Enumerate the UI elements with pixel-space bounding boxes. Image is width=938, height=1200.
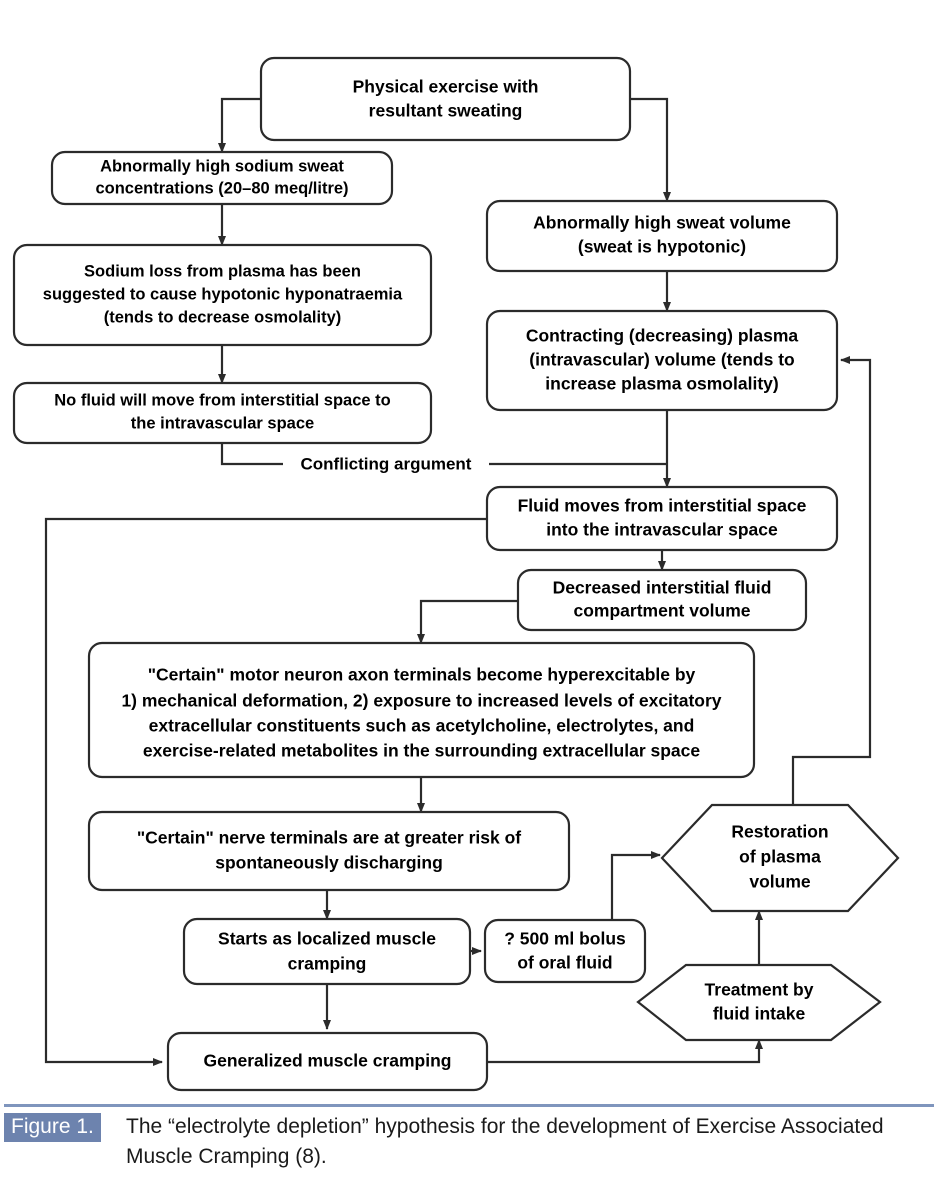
node-oral-fluid-bolus-line-0: ? 500 ml bolus bbox=[504, 929, 626, 949]
node-decreased-interstitial-fluid[interactable]: Decreased interstitial fluid compartment… bbox=[516, 568, 808, 632]
node-motor-neuron-hyperexcitable[interactable]: "Certain" motor neuron axon terminals be… bbox=[87, 641, 756, 779]
node-motor-neuron-line-3: exercise-related metabolites in the surr… bbox=[143, 741, 701, 761]
node-no-fluid-move-shape bbox=[12, 381, 433, 445]
edge-n4-n7-conflicting bbox=[220, 443, 285, 466]
node-decreased-interstitial-fluid-line-0: Decreased interstitial fluid bbox=[553, 578, 772, 598]
edge-n12-n14 bbox=[610, 851, 661, 920]
edge-label-conflicting-argument: Conflicting argument bbox=[301, 454, 472, 473]
node-restoration-line-1: of plasma bbox=[739, 847, 821, 867]
edge-label-backdrop bbox=[283, 452, 489, 476]
node-physical-exercise-shape bbox=[259, 56, 632, 142]
node-motor-neuron-hyperexcitable-shape bbox=[87, 641, 756, 779]
node-sodium-loss-plasma-line-1: suggested to cause hypotonic hyponatraem… bbox=[43, 285, 403, 303]
node-high-sodium-sweat[interactable]: Abnormally high sodium sweat concentrati… bbox=[50, 150, 394, 206]
node-sodium-loss-plasma-line-2: (tends to decrease osmolality) bbox=[104, 308, 342, 326]
node-fluid-moves-interstitial-line-0: Fluid moves from interstitial space bbox=[518, 496, 807, 516]
node-localized-muscle-cramping[interactable]: Starts as localized muscle cramping bbox=[182, 917, 472, 986]
node-high-sodium-sweat-shape bbox=[50, 150, 394, 206]
node-nerve-terminals-line-1: spontaneously discharging bbox=[215, 853, 443, 873]
node-high-sweat-volume-line-0: Abnormally high sweat volume bbox=[533, 213, 791, 233]
node-treatment-fluid-intake-shape bbox=[636, 963, 882, 1042]
node-contracting-plasma-volume[interactable]: Contracting (decreasing) plasma (intrava… bbox=[485, 309, 839, 412]
node-restoration-line-2: volume bbox=[749, 872, 811, 892]
node-motor-neuron-line-1: 1) mechanical deformation, 2) exposure t… bbox=[121, 691, 721, 711]
edge-n7-n13-feedback bbox=[44, 517, 487, 1066]
node-nerve-terminals-line-0: "Certain" nerve terminals are at greater… bbox=[137, 828, 521, 848]
node-physical-exercise-line-1: resultant sweating bbox=[369, 101, 523, 121]
caption-text: The “electrolyte depletion” hypothesis f… bbox=[126, 1115, 884, 1168]
node-restoration-plasma-volume[interactable]: Restoration of plasma volume bbox=[660, 803, 900, 913]
node-high-sweat-volume-line-1: (sweat is hypotonic) bbox=[578, 237, 746, 257]
edge-n8-n9 bbox=[417, 599, 518, 644]
node-sodium-loss-plasma-shape bbox=[12, 243, 433, 347]
node-contracting-plasma-volume-line-2: increase plasma osmolality) bbox=[545, 374, 778, 394]
figure-number-badge: Figure 1. bbox=[4, 1113, 101, 1142]
node-localized-cramping-line-0: Starts as localized muscle bbox=[218, 929, 436, 949]
node-generalized-muscle-cramping[interactable]: Generalized muscle cramping bbox=[166, 1031, 489, 1092]
node-no-fluid-move-line-0: No fluid will move from interstitial spa… bbox=[54, 391, 390, 409]
node-fluid-moves-interstitial[interactable]: Fluid moves from interstitial space into… bbox=[485, 485, 839, 552]
node-restoration-plasma-volume-shape bbox=[660, 803, 900, 913]
flowchart-svg: Physical exercise with resultant sweatin… bbox=[12, 56, 900, 1092]
node-oral-fluid-bolus[interactable]: ? 500 ml bolus of oral fluid bbox=[483, 918, 647, 984]
node-sodium-loss-plasma-line-0: Sodium loss from plasma has been bbox=[84, 262, 361, 280]
node-generalized-muscle-cramping-shape bbox=[166, 1031, 489, 1092]
node-contracting-plasma-volume-shape bbox=[485, 309, 839, 412]
node-treatment-line-0: Treatment by bbox=[705, 980, 814, 1000]
connectors bbox=[44, 97, 872, 1066]
node-physical-exercise[interactable]: Physical exercise with resultant sweatin… bbox=[259, 56, 632, 142]
edge-n1-n5 bbox=[630, 97, 671, 202]
node-decreased-interstitial-fluid-line-1: compartment volume bbox=[574, 601, 751, 621]
node-treatment-line-1: fluid intake bbox=[713, 1004, 806, 1024]
node-high-sweat-volume[interactable]: Abnormally high sweat volume (sweat is h… bbox=[485, 199, 839, 273]
node-generalized-cramping-line-0: Generalized muscle cramping bbox=[203, 1051, 451, 1071]
node-high-sodium-sweat-line-0: Abnormally high sodium sweat bbox=[100, 157, 344, 175]
edge-n1-n2 bbox=[218, 97, 261, 153]
node-oral-fluid-bolus-line-1: of oral fluid bbox=[517, 953, 612, 973]
node-no-fluid-move[interactable]: No fluid will move from interstitial spa… bbox=[12, 381, 433, 445]
node-high-sweat-volume-shape bbox=[485, 199, 839, 273]
node-sodium-loss-plasma[interactable]: Sodium loss from plasma has been suggest… bbox=[12, 243, 433, 347]
edge-n13-n15 bbox=[487, 1039, 763, 1064]
node-treatment-fluid-intake[interactable]: Treatment by fluid intake bbox=[636, 963, 882, 1042]
node-nerve-terminals-shape bbox=[87, 810, 571, 892]
node-contracting-plasma-volume-line-0: Contracting (decreasing) plasma bbox=[526, 326, 799, 346]
node-localized-cramping-line-1: cramping bbox=[288, 954, 367, 974]
caption-divider bbox=[4, 1104, 934, 1107]
node-high-sodium-sweat-line-1: concentrations (20–80 meq/litre) bbox=[95, 179, 348, 197]
node-no-fluid-move-line-1: the intravascular space bbox=[131, 414, 314, 432]
node-contracting-plasma-volume-line-1: (intravascular) volume (tends to bbox=[529, 350, 794, 370]
node-decreased-interstitial-fluid-shape bbox=[516, 568, 808, 632]
node-nerve-terminals-discharging[interactable]: "Certain" nerve terminals are at greater… bbox=[87, 810, 571, 892]
figure-caption-block: The “electrolyte depletion” hypothesis f… bbox=[0, 1096, 938, 1200]
node-fluid-moves-interstitial-shape bbox=[485, 485, 839, 552]
node-oral-fluid-bolus-shape bbox=[483, 918, 647, 984]
node-physical-exercise-line-0: Physical exercise with bbox=[353, 77, 539, 97]
node-motor-neuron-line-2: extracellular constituents such as acety… bbox=[149, 716, 695, 736]
caption-row: The “electrolyte depletion” hypothesis f… bbox=[4, 1112, 924, 1172]
node-localized-muscle-cramping-shape bbox=[182, 917, 472, 986]
node-fluid-moves-interstitial-line-1: into the intravascular space bbox=[546, 520, 778, 540]
edge-n14-n6-feedback bbox=[791, 356, 872, 805]
node-motor-neuron-line-0: "Certain" motor neuron axon terminals be… bbox=[148, 665, 696, 685]
node-restoration-line-0: Restoration bbox=[731, 822, 828, 842]
